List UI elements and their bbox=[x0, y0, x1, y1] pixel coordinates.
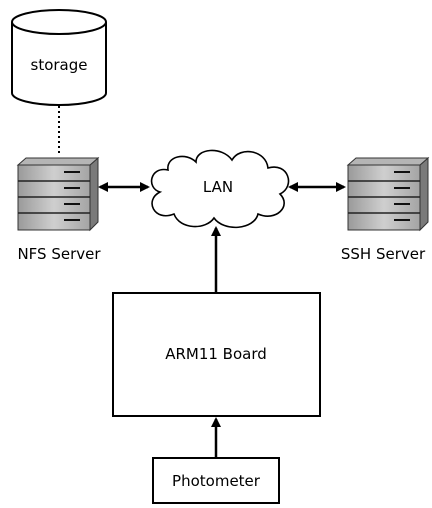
storage-label: storage bbox=[31, 56, 88, 74]
photometer-box bbox=[152, 457, 280, 504]
photometer-node: Photometer bbox=[152, 457, 280, 504]
cloud-icon bbox=[150, 149, 290, 229]
photometer-label: Photometer bbox=[172, 472, 261, 490]
storage-node: storage bbox=[11, 9, 107, 106]
arm-board-node: ARM11 Board bbox=[112, 292, 321, 417]
lan-node: LAN bbox=[150, 149, 290, 229]
lan-label: LAN bbox=[203, 178, 233, 196]
ssh-server-label: SSH Server bbox=[341, 245, 426, 263]
server-rack-icon bbox=[16, 156, 100, 232]
nfs-server-label: NFS Server bbox=[17, 245, 101, 263]
storage-cylinder-icon bbox=[11, 22, 107, 106]
storage-cylinder-top bbox=[11, 9, 107, 35]
arm-board-label: ARM11 Board bbox=[165, 345, 267, 363]
server-rack-icon bbox=[346, 156, 430, 232]
arm-board-box bbox=[112, 292, 321, 417]
ssh-server-node: SSH Server bbox=[341, 156, 430, 263]
nfs-server-node: NFS Server bbox=[16, 156, 101, 263]
